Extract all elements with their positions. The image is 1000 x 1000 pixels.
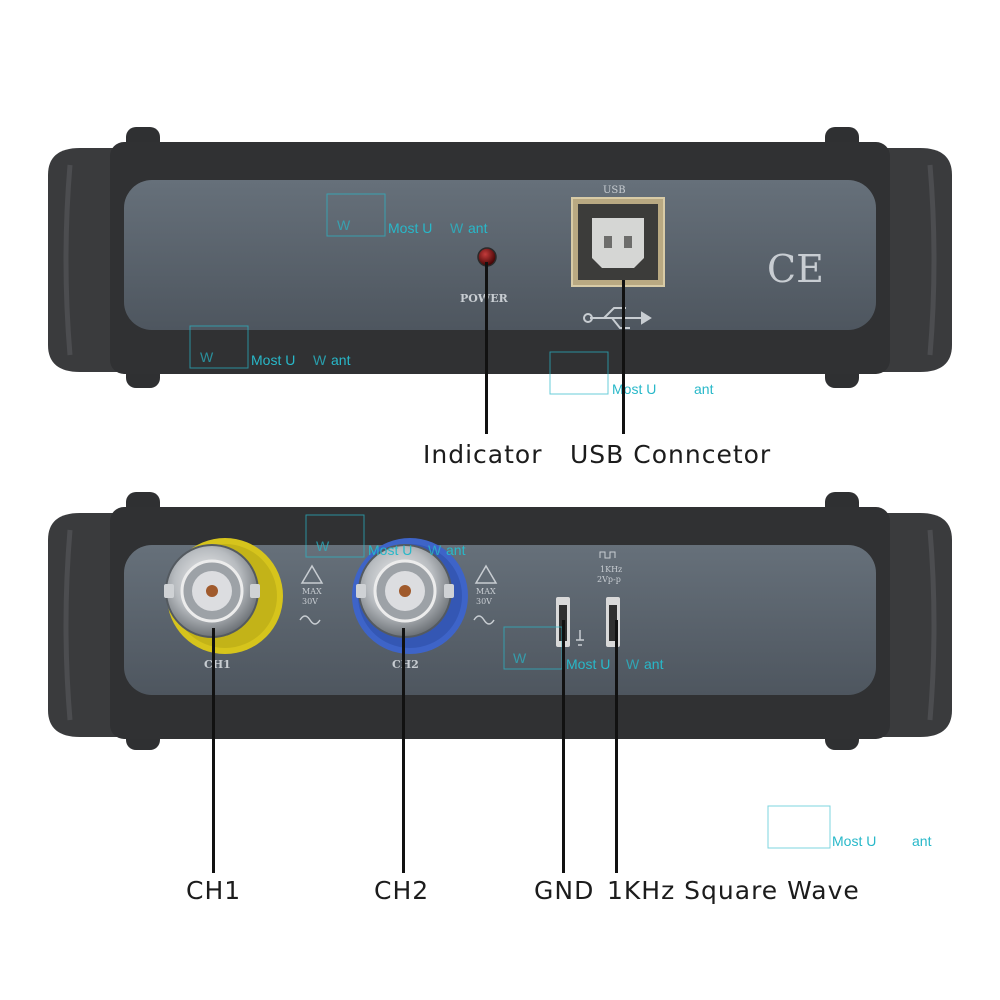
square-wave-leader [615, 620, 618, 873]
usb-leader [622, 280, 625, 434]
gnd-leader [562, 620, 565, 873]
ch1-bnc-connector [164, 538, 283, 654]
svg-text:ant: ant [331, 352, 351, 368]
gnd-callout: GND [534, 876, 595, 905]
usb-connector-callout: USB Conncetor [570, 440, 772, 469]
svg-text:ant: ant [446, 542, 466, 558]
ch2-callout: CH2 [374, 876, 430, 905]
ch1-panel-label: CH1 [204, 658, 231, 671]
svg-text:30V: 30V [476, 597, 492, 606]
top-device: POWER USB CE [48, 127, 952, 388]
svg-text:W: W [337, 217, 351, 233]
ce-mark: CE [767, 247, 824, 291]
svg-text:ant: ant [912, 833, 932, 849]
svg-text:W: W [313, 352, 327, 368]
svg-text:W: W [450, 220, 464, 236]
watermark-4: W Most U W ant [305, 514, 466, 558]
ch2-leader [402, 628, 405, 873]
ch2-bnc-connector [352, 538, 468, 654]
svg-text:Most U: Most U [251, 352, 295, 368]
svg-text:ant: ant [468, 220, 488, 236]
watermark-6: Most U ant [767, 805, 932, 849]
svg-text:Most U: Most U [368, 542, 412, 558]
svg-text:1KHz: 1KHz [600, 565, 622, 574]
usb-connector [571, 197, 665, 287]
svg-text:Most U: Most U [832, 833, 876, 849]
svg-text:Most U: Most U [612, 381, 656, 397]
svg-text:MAX: MAX [476, 587, 496, 596]
bottom-device: CH1 MAX 30V CH2 MAX 30V [48, 492, 952, 750]
ch1-max-warning: MAX 30V [299, 564, 324, 625]
top-face-panel [124, 180, 876, 330]
svg-text:W: W [513, 650, 527, 666]
svg-text:W: W [626, 656, 640, 672]
svg-text:W: W [316, 538, 330, 554]
svg-text:MAX: MAX [302, 587, 322, 596]
watermark-2: W Most U W ant [189, 325, 351, 369]
svg-text:ant: ant [694, 381, 714, 397]
usb-label: USB [603, 185, 626, 196]
svg-text:W: W [200, 349, 214, 365]
svg-text:W: W [428, 542, 442, 558]
usb-symbol-icon [583, 307, 652, 329]
indicator-leader [485, 262, 488, 434]
watermark-1: W Most U W ant [326, 193, 488, 237]
power-label: POWER [460, 292, 509, 305]
ch1-callout: CH1 [186, 876, 242, 905]
svg-text:30V: 30V [302, 597, 318, 606]
square-wave-spec: 1KHz 2Vp-p [597, 551, 622, 584]
indicator-callout: Indicator [423, 440, 543, 469]
ch1-leader [212, 628, 215, 873]
svg-text:ant: ant [644, 656, 664, 672]
svg-text:Most U: Most U [388, 220, 432, 236]
ch2-max-warning: MAX 30V [473, 564, 498, 625]
svg-text:Most U: Most U [566, 656, 610, 672]
ch2-panel-label: CH2 [392, 658, 419, 671]
square-wave-callout: 1KHz Square Wave [607, 876, 860, 905]
svg-text:2Vp-p: 2Vp-p [597, 575, 621, 584]
